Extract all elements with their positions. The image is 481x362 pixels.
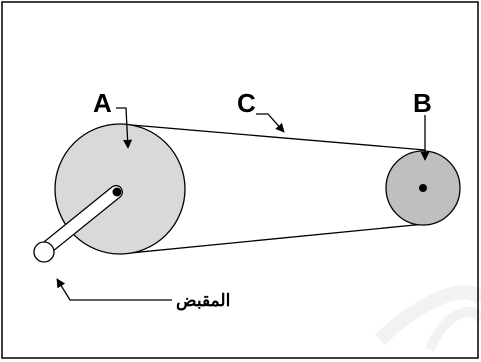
handle-knob bbox=[33, 241, 55, 263]
label-b: B bbox=[413, 88, 432, 118]
arrow-icon-c bbox=[256, 113, 285, 133]
arrow-icon-handle bbox=[56, 278, 172, 301]
belt-bottom bbox=[119, 223, 426, 255]
watermark bbox=[375, 285, 481, 352]
label-c: C bbox=[237, 88, 256, 118]
arrow-icon-a bbox=[116, 107, 133, 149]
pulley-a-axle-icon bbox=[112, 187, 122, 197]
crank-arm bbox=[36, 185, 123, 258]
label-a: A bbox=[93, 88, 112, 118]
label-handle: المقبض bbox=[176, 291, 230, 311]
pulley-b-axle-icon bbox=[419, 184, 427, 192]
belt-top bbox=[119, 123, 426, 151]
